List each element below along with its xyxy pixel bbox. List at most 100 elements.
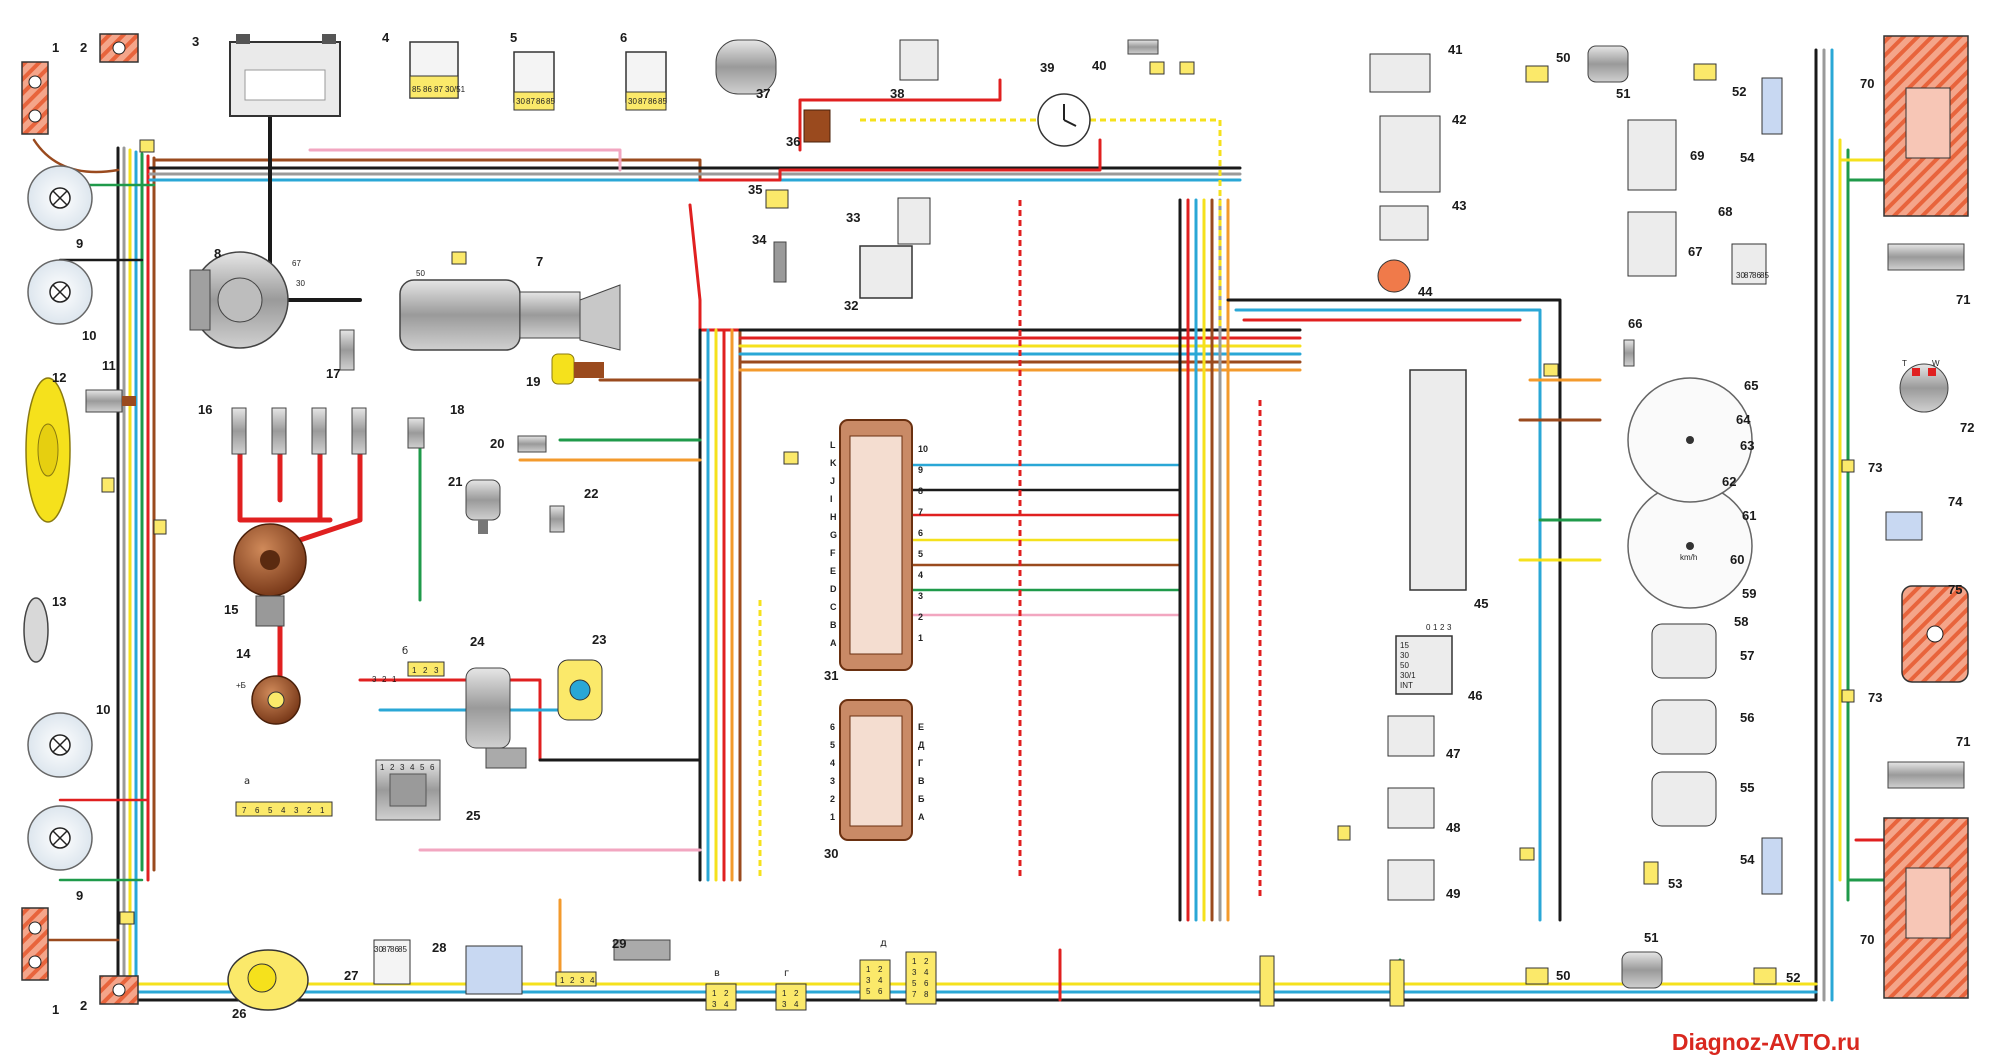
switch-49 (1387, 859, 1435, 901)
connector-73-top (1841, 459, 1855, 473)
battery (229, 34, 341, 117)
front-marker-lamp-left-top (21, 61, 49, 135)
callout-66: 66 (1628, 316, 1642, 331)
callout-71-2: 71 (1956, 734, 1970, 749)
fuse31-right-4: 4 (918, 570, 923, 580)
fuse30-right-0: Е (918, 722, 924, 732)
starter-pin-50: 50 (416, 269, 425, 278)
fuse30-left-5: 5 (830, 740, 835, 750)
block-b-pin-2: 3 (434, 666, 439, 675)
horn-left (23, 597, 49, 663)
light-switch-54-top (1761, 77, 1783, 135)
callout-13: 13 (52, 594, 66, 609)
switch46-pos-1: 1 (1433, 623, 1438, 632)
switch46-pos-0: 0 (1426, 623, 1431, 632)
relay27-pin-30: 30 (374, 945, 383, 954)
fuel-gauge (1651, 771, 1717, 827)
block-d1-pin-1: 1 (866, 965, 871, 974)
callout-64: 64 (1736, 412, 1751, 427)
callout-2-2: 2 (80, 998, 87, 1013)
oil-pressure-sensor (465, 479, 501, 534)
callout-46: 46 (1468, 688, 1482, 703)
connector-block-v (705, 983, 737, 1011)
lamp-35 (765, 189, 789, 209)
callout-51: 51 (1616, 86, 1630, 101)
temp-gauge (1651, 699, 1717, 755)
radiator-fan (25, 377, 71, 523)
callout-61: 61 (1742, 508, 1756, 523)
callout-50-2: 50 (1556, 968, 1570, 983)
callout-63: 63 (1740, 438, 1754, 453)
callout-53: 53 (1668, 876, 1682, 891)
generator-pin-30: 30 (296, 279, 305, 288)
block-v-pin-3: 3 (712, 1000, 717, 1009)
callout-9-2: 9 (76, 888, 83, 903)
rear-fog-switch (1885, 511, 1923, 541)
switch46-pin-0: 15 (1400, 641, 1409, 650)
tachometer (1627, 377, 1753, 503)
block-d1-pin-3: 3 (866, 976, 871, 985)
block29-pin-3: 3 (580, 976, 585, 985)
block-d2-pin-5: 5 (912, 979, 917, 988)
switch46-pin-4: INT (1400, 681, 1413, 690)
turn-signal-relay (859, 245, 913, 299)
lamp-52-top (1693, 63, 1717, 81)
callout-49: 49 (1446, 886, 1460, 901)
block-b2-pin-2: 1 (392, 675, 397, 684)
connector-block-a (235, 801, 333, 817)
fuse30-left-3: 3 (830, 776, 835, 786)
relay68-pin-30: 30 (1736, 271, 1745, 280)
sensor-17 (339, 329, 355, 371)
ignition-commutator (375, 759, 441, 821)
switch46-pin-2: 50 (1400, 661, 1409, 670)
headlight-10-top (27, 259, 93, 325)
callout-58: 58 (1734, 614, 1748, 629)
callout-39: 39 (1040, 60, 1054, 75)
callout-37: 37 (756, 86, 770, 101)
coil-pin-plus-b: +Б (236, 681, 246, 690)
callout-72: 72 (1960, 420, 1974, 435)
fuse31-left-J: J (830, 476, 835, 486)
relay68-pin-86: 86 (1752, 271, 1761, 280)
sensor-66 (1623, 339, 1635, 367)
sublabel-a: а (244, 776, 250, 787)
callout-51-2: 51 (1644, 930, 1658, 945)
distributor (233, 523, 307, 627)
relay-68 (1731, 243, 1767, 285)
fuse30-right-1: Д (918, 740, 925, 750)
oil-warning-sensor (549, 505, 565, 533)
connector-73-bottom (1841, 689, 1855, 703)
door-lamp-top (1525, 65, 1549, 83)
block29-pin-1: 1 (560, 976, 565, 985)
relay6-pin-86: 86 (648, 97, 657, 106)
block-d2-pin-1: 1 (912, 957, 917, 966)
block-v-pin-2: 2 (724, 989, 729, 998)
fuse30-right-2: Г (918, 758, 923, 768)
commutator-pin-6: 6 (430, 763, 435, 772)
fuse31-right-1: 1 (918, 633, 923, 643)
callout-18: 18 (450, 402, 464, 417)
callout-70-2: 70 (1860, 932, 1874, 947)
relay-4 (409, 41, 459, 99)
wiper-motor (465, 667, 527, 769)
sensor-19 (551, 353, 604, 385)
commutator-pin-4: 4 (410, 763, 415, 772)
block-b2-pin-1: 2 (382, 675, 387, 684)
callout-36: 36 (786, 134, 800, 149)
spark-plugs (231, 407, 367, 455)
sublabel-v: в (714, 968, 720, 979)
wiper-switch-29 (613, 939, 671, 961)
generator-pin-67: 67 (292, 259, 301, 268)
callout-4: 4 (382, 30, 390, 45)
block-d2-pin-6: 6 (924, 979, 929, 988)
block-a-pin-1: 6 (255, 806, 260, 815)
connector-block-d1 (859, 959, 891, 1001)
relay68-pin-85: 85 (1760, 271, 1769, 280)
callout-30: 30 (824, 846, 838, 861)
block-a-pin-5: 2 (307, 806, 312, 815)
handbrake-switch (1643, 861, 1659, 885)
fuse31-left-G: G (830, 530, 837, 540)
callout-55: 55 (1740, 780, 1754, 795)
block-g-pin-4: 4 (794, 1000, 799, 1009)
block-g-pin-1: 1 (782, 989, 787, 998)
